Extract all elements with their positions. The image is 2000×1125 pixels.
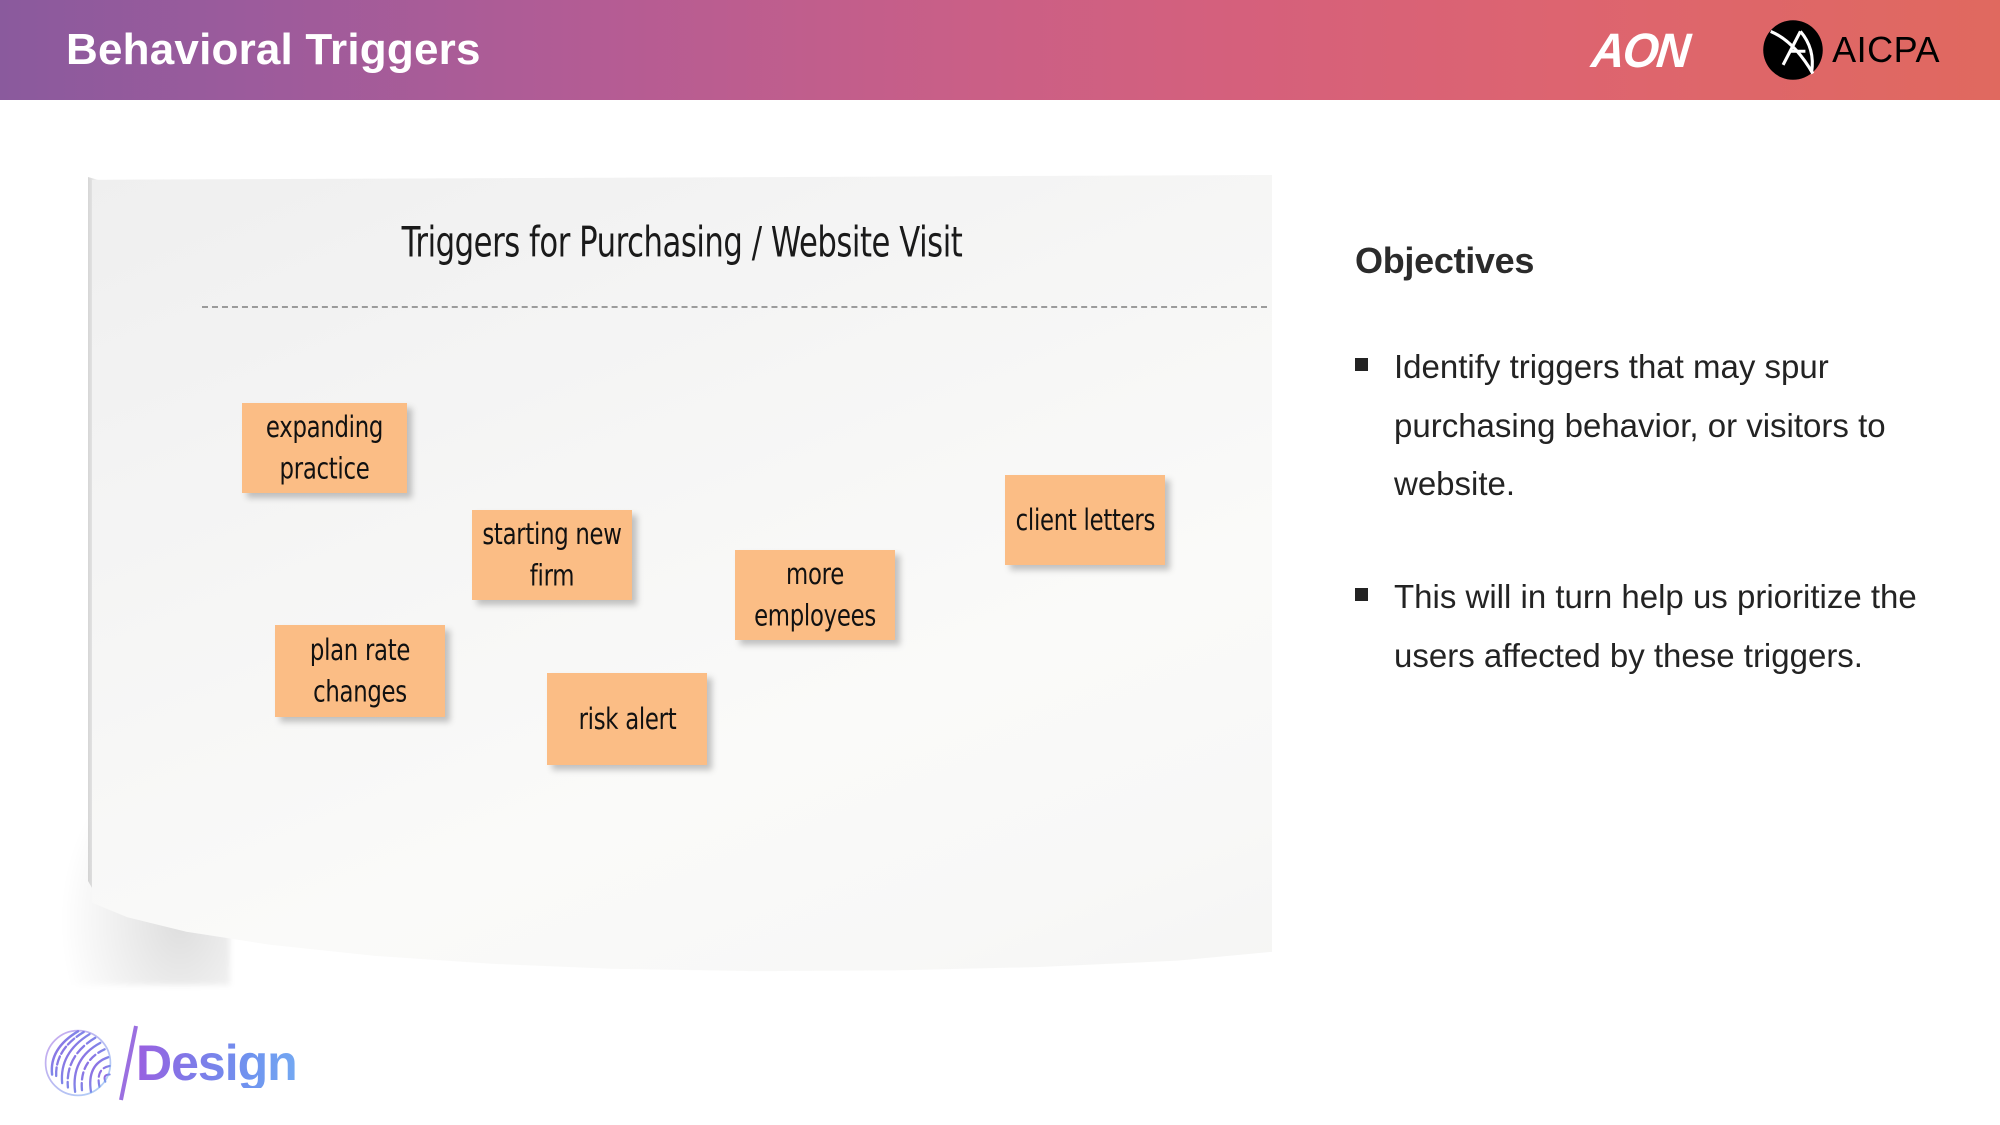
sticky-note-expanding-practice[interactable]: expanding practice <box>242 403 407 493</box>
sticky-note-starting-new-firm[interactable]: starting new firm <box>472 510 632 600</box>
sticky-note-client-letters[interactable]: client letters <box>1005 475 1165 565</box>
square-bullet-icon <box>1355 588 1368 602</box>
whiteboard-divider <box>202 306 1267 308</box>
design-wordmark: Design <box>136 1035 298 1091</box>
objectives-panel: Objectives Identify triggers that may sp… <box>1355 240 1955 740</box>
objective-text: This will in turn help us prioritize the… <box>1394 578 1917 674</box>
sticky-note-label: client letters <box>1015 502 1155 538</box>
sticky-note-label: more employees <box>754 557 876 633</box>
whiteboard-surface: Triggers for Purchasing / Website Visit … <box>92 175 1272 972</box>
aicpa-logo: AICPA <box>1762 19 1940 81</box>
sticky-note-label: plan rate changes <box>309 633 411 709</box>
sticky-note-plan-rate-changes[interactable]: plan rate changes <box>275 625 445 717</box>
objective-text: Identify triggers that may spur purchasi… <box>1394 348 1886 503</box>
header-bar: Behavioral Triggers AON AICPA <box>0 0 2000 100</box>
page-title: Behavioral Triggers <box>66 25 481 74</box>
square-bullet-icon <box>1355 358 1368 371</box>
sticky-note-risk-alert[interactable]: risk alert <box>547 673 707 765</box>
objective-list-item: Identify triggers that may spur purchasi… <box>1355 338 1955 514</box>
design-slash-icon <box>119 1025 138 1101</box>
objective-list-item: This will in turn help us prioritize the… <box>1355 568 1955 685</box>
aicpa-circle-icon <box>1763 20 1823 80</box>
objectives-heading: Objectives <box>1355 240 1535 281</box>
sticky-note-label: risk alert <box>578 701 676 737</box>
aon-logo: AON <box>1588 22 1691 78</box>
design-logo: Design <box>42 1024 298 1102</box>
whiteboard-title: Triggers for Purchasing / Website Visit <box>401 217 963 267</box>
aon-wordmark: AON <box>1588 22 1691 78</box>
whiteboard-panel: Triggers for Purchasing / Website Visit … <box>30 175 1290 1025</box>
sticky-note-label: expanding practice <box>265 410 384 486</box>
sticky-note-more-employees[interactable]: more employees <box>735 550 895 640</box>
aicpa-wordmark: AICPA <box>1832 29 1940 70</box>
sticky-note-label: starting new firm <box>482 517 622 593</box>
design-sphere-icon <box>44 1029 112 1097</box>
